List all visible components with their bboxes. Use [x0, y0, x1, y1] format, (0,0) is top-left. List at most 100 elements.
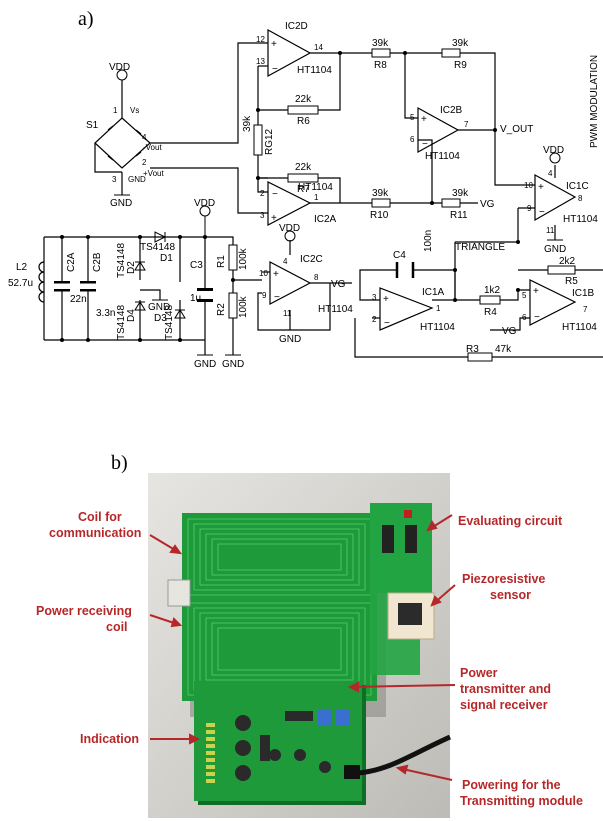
callout-arrows	[149, 514, 456, 781]
terminal-blocks	[318, 709, 350, 725]
bridge-s1-symbol	[94, 117, 151, 173]
callout-evaluating: Evaluating circuit	[458, 514, 563, 528]
c2-plates	[54, 281, 96, 292]
vdd-terminal-bridge	[116, 69, 128, 81]
svg-text:−: −	[534, 312, 540, 323]
ic1b-name: IC1B	[572, 288, 595, 299]
ic2a-pin3: 3	[260, 211, 265, 220]
ic2c-symbol	[269, 261, 312, 305]
d2-part: TS4148	[116, 243, 127, 278]
d1-symbol	[154, 231, 167, 243]
power-cable	[357, 734, 452, 776]
r1-name: R1	[216, 255, 227, 268]
r2-name: R2	[216, 303, 227, 316]
svg-text:+: +	[538, 182, 544, 193]
ic2d-pin12: 12	[256, 35, 265, 44]
panel-a-label: a)	[78, 8, 94, 30]
c4-name: C4	[393, 250, 406, 261]
v-out-label: V_OUT	[500, 124, 533, 135]
callout-piezo-2: sensor	[490, 588, 531, 602]
board-components	[235, 711, 331, 781]
bridge-name: S1	[86, 120, 99, 131]
gnd-label-diodes: GND	[148, 302, 170, 313]
ic2c-pin8: 8	[314, 273, 319, 282]
led-bar	[206, 723, 215, 783]
callout-indication: Indication	[80, 732, 139, 746]
svg-text:+: +	[271, 213, 277, 224]
ic2b-pin6: 6	[410, 135, 415, 144]
bridge-vout-plus: +Vout	[143, 169, 164, 178]
r7-name: R7	[297, 184, 310, 195]
svg-text:−: −	[272, 64, 278, 75]
r2-value: 100k	[238, 295, 249, 318]
r11-name: R11	[450, 210, 468, 221]
ic1c-pin4: 4	[548, 169, 553, 178]
ic2c-pin9: 9	[262, 291, 267, 300]
evaluating-board	[370, 503, 432, 593]
vdd-label-bridge: VDD	[109, 62, 130, 73]
vdd-terminals	[116, 69, 561, 242]
ic1a-part: HT1104	[420, 322, 455, 333]
svg-text:−: −	[272, 189, 278, 200]
r6-name: R6	[297, 116, 310, 127]
r1-symbol	[228, 244, 238, 271]
r9-value: 39k	[452, 38, 469, 49]
wires	[43, 42, 603, 358]
r7-value: 22k	[295, 162, 312, 173]
diode-symbols	[134, 231, 186, 319]
ic1a-pin3: 3	[372, 293, 377, 302]
r4-symbol	[479, 295, 501, 305]
callout-power-tx-1: Power	[460, 666, 498, 680]
c3-value: 1u	[190, 293, 201, 304]
connector	[167, 579, 191, 607]
ic1c-pin9: 9	[527, 204, 532, 213]
r10-value: 39k	[372, 188, 389, 199]
d2-name: D2	[126, 261, 137, 274]
ic1b-pin7: 7	[583, 305, 588, 314]
rg12-value: 39k	[242, 115, 253, 132]
bridge-pin4: 4	[142, 133, 147, 142]
r11-symbol	[441, 198, 461, 208]
ic2d-name: IC2D	[285, 21, 308, 32]
ic1a-pin2: 2	[372, 315, 377, 324]
callout-power-coil-2: coil	[106, 620, 128, 634]
c2b-name: C2B	[92, 252, 103, 272]
r9-name: R9	[454, 60, 467, 71]
c4-symbol	[395, 262, 415, 278]
callout-coil-comm-1: Coil for	[78, 510, 122, 524]
callout-power-tx-3: signal receiver	[460, 698, 548, 712]
c2a-value: 22n	[70, 294, 87, 305]
coil-name: L2	[16, 262, 28, 273]
r11-value: 39k	[452, 188, 469, 199]
prototype-photo: Coil for communication Power receiving c…	[36, 473, 583, 818]
gnd-label-ic1c: GND	[544, 244, 566, 255]
ic2c-pin4: 4	[283, 257, 288, 266]
d4-symbol	[134, 301, 146, 311]
ic1c-pin10: 10	[524, 181, 533, 190]
ic2c-name: IC2C	[300, 254, 323, 265]
d3-symbol	[174, 309, 186, 319]
svg-text:−: −	[384, 318, 390, 329]
ic2d-part: HT1104	[297, 65, 332, 76]
d3-part: TS4148	[164, 305, 175, 340]
ic1c-pin11: 11	[546, 226, 555, 235]
ic2b-pin5: 5	[410, 113, 415, 122]
svg-text:+: +	[533, 286, 539, 297]
vdd-label-c3: VDD	[194, 198, 215, 209]
bridge-pin2: 2	[142, 158, 147, 167]
d1-part: TS4148	[140, 242, 175, 253]
callout-powering-2: Transmitting module	[460, 794, 583, 808]
svg-text:−: −	[539, 207, 545, 218]
vg-label-r11: VG	[480, 199, 495, 210]
ic2b-symbol	[417, 106, 460, 154]
ic1b-pin5: 5	[522, 291, 527, 300]
ic2c-pin11: 11	[283, 309, 292, 318]
ic2d-pin14: 14	[314, 43, 323, 52]
svg-text:+: +	[271, 39, 277, 50]
bridge-pin1: 1	[113, 106, 118, 115]
ic1a-pin1: 1	[436, 304, 441, 313]
opamp-symbols	[267, 28, 577, 331]
bridge-vs: Vs	[130, 106, 139, 115]
ic1c-symbol	[534, 173, 577, 222]
vdd-label-ic2c: VDD	[279, 223, 300, 234]
